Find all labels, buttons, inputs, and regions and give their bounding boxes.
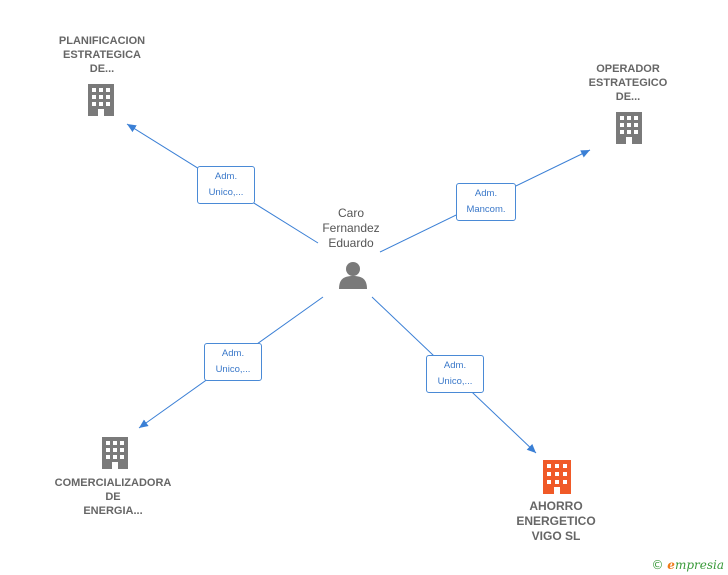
edge-role-line: Adm. (474, 188, 498, 199)
building-icon (102, 437, 128, 469)
node-label-line: COMERCIALIZADORA (54, 477, 172, 489)
node-label-line: ESTRATEGICO (588, 77, 668, 89)
node-label-line: ESTRATEGICA (62, 49, 142, 61)
node-label-line: VIGO SL (531, 529, 581, 543)
node-label-line: DE... (615, 91, 641, 103)
building-icon (88, 84, 114, 116)
edge-role-line: Adm. (443, 360, 467, 371)
edge-role-line: Mancom. (466, 204, 506, 215)
node-label-line: ENERGETICO (516, 514, 596, 528)
building-icon (616, 112, 642, 144)
node-label-line: DE (105, 491, 121, 503)
person-icon (339, 262, 367, 289)
edge-role-label-n4[interactable]: Adm. Unico,... (426, 355, 484, 393)
person-label[interactable]: Caro Fernandez Eduardo (302, 206, 400, 251)
edge-role-line: Unico,... (208, 187, 244, 198)
edge-role-label-n1[interactable]: Adm. Unico,... (197, 166, 255, 204)
node-label-n4[interactable]: AHORRO ENERGETICO VIGO SL (496, 499, 616, 544)
node-label-n3[interactable]: COMERCIALIZADORA DE ENERGIA... (46, 476, 180, 518)
person-label-line: Caro (337, 206, 364, 220)
node-label-line: PLANIFICACION (58, 35, 146, 47)
building-icon-highlighted (543, 460, 571, 494)
edge-role-line: Adm. (221, 348, 245, 359)
node-label-line: OPERADOR (596, 63, 660, 75)
brand-initial: e (667, 558, 675, 572)
brand-name: mpresia (674, 558, 724, 572)
edge-role-line: Unico,... (215, 364, 251, 375)
node-label-line: ENERGIA... (83, 505, 143, 517)
node-label-line: AHORRO (529, 499, 583, 513)
node-label-n2[interactable]: OPERADOR ESTRATEGICO DE... (566, 62, 690, 104)
person-label-line: Eduardo (328, 236, 374, 250)
node-label-n1[interactable]: PLANIFICACION ESTRATEGICA DE... (40, 34, 164, 76)
edge-role-line: Adm. (214, 171, 238, 182)
person-label-line: Fernandez (322, 221, 380, 235)
node-label-line: DE... (89, 63, 115, 75)
brand-watermark: © empresia (651, 558, 724, 572)
copyright-icon: © (651, 558, 664, 572)
edge-role-label-n2[interactable]: Adm. Mancom. (456, 183, 516, 221)
edge-role-line: Unico,... (437, 376, 473, 387)
edge-role-label-n3[interactable]: Adm. Unico,... (204, 343, 262, 381)
